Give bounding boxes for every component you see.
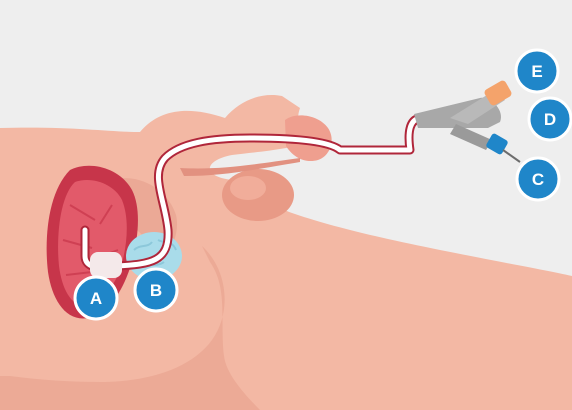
marker-C: C: [517, 158, 559, 200]
catheter-balloon: [90, 252, 122, 278]
marker-D: D: [529, 98, 571, 140]
marker-B: B: [135, 269, 177, 311]
svg-text:E: E: [531, 62, 542, 81]
svg-text:A: A: [90, 289, 102, 308]
marker-A: A: [75, 277, 117, 319]
testis-highlight: [230, 176, 266, 200]
marker-E: E: [516, 50, 558, 92]
svg-text:C: C: [532, 170, 544, 189]
svg-text:D: D: [544, 110, 556, 129]
svg-text:B: B: [150, 281, 162, 300]
